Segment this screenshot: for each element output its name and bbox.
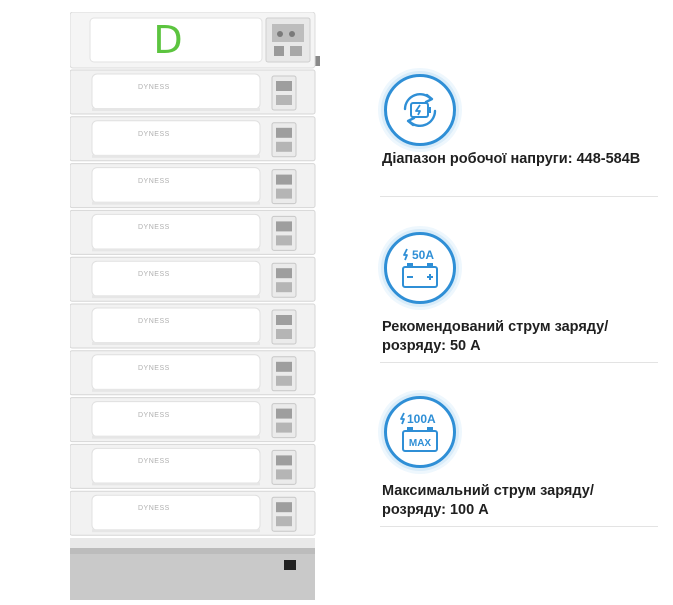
battery-module [69, 163, 316, 209]
battery-module [69, 397, 316, 443]
brand-logo: D [148, 18, 188, 62]
module-brand-label: DYNESS [138, 411, 170, 419]
spec-voltage-text: Діапазон робочої напруги: 448-584В [382, 151, 641, 167]
battery-terminals-icon: 50A [384, 232, 456, 304]
battery-cycle-icon [384, 74, 456, 146]
battery-module [69, 490, 316, 536]
module-brand-label: DYNESS [138, 505, 170, 513]
spec-max-current-text: Максимальний струм заряду/розряду: 100 А [382, 483, 594, 518]
spec-divider [380, 196, 658, 197]
brand-logo-letter: D [153, 18, 183, 62]
spec-divider [380, 362, 658, 363]
spec-recommended-current-text: Рекомендований струм заряду/розряду: 50 … [382, 319, 609, 354]
spec-divider [380, 526, 658, 527]
module-brand-label: DYNESS [138, 318, 170, 325]
battery-module [69, 303, 316, 349]
module-brand-label: DYNESS [138, 364, 170, 372]
battery-module [69, 256, 316, 302]
module-brand-label: DYNESS [138, 458, 170, 466]
module-brand-label: DYNESS [138, 130, 170, 138]
module-brand-label: DYNESS [138, 177, 170, 185]
max-label: MAX [409, 438, 432, 449]
current-badge: 50A [412, 248, 434, 262]
max-current-badge: 100A [407, 412, 436, 426]
battery-module [69, 116, 316, 162]
bms-module [69, 11, 316, 69]
module-brand-label: DYNESS [138, 224, 170, 232]
battery-module [69, 209, 316, 255]
battery-stack-image: D DYNESS DYNESS DYNESS DYNESS DYNESS DYNESS DY… [69, 11, 328, 600]
battery-max-icon: 100A MAX [384, 396, 456, 468]
battery-module [69, 69, 316, 115]
module-brand-label: DYNESS [138, 271, 170, 279]
battery-base [70, 538, 315, 600]
module-brand-label: DYNESS [138, 84, 170, 91]
battery-module [69, 443, 316, 489]
battery-module [69, 350, 316, 396]
